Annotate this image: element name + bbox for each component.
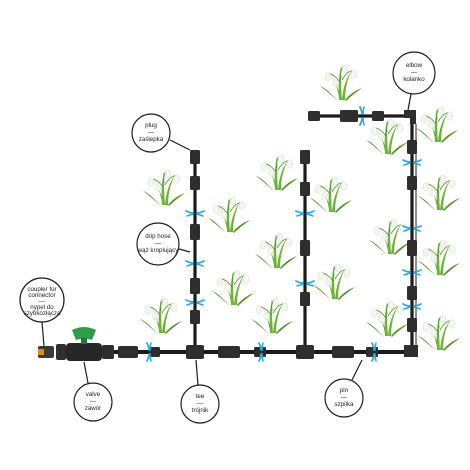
plug [190, 150, 200, 164]
valve-label-dash: — [90, 398, 97, 405]
snowdrop-plant-icon [365, 118, 409, 156]
snowdrop-plant-icon [417, 174, 461, 212]
valve-assembly [38, 327, 114, 361]
pin-label-en: pin [340, 387, 349, 394]
pin-label-pl: szpilka [335, 401, 354, 408]
snowdrop-plant-icon [250, 297, 294, 335]
snowdrop-plant-icon [207, 196, 251, 234]
elbow-label-pl: kolanko [403, 76, 425, 83]
coupler-orange-band [38, 349, 44, 355]
coupler-label-en-2: connector [28, 292, 55, 299]
snowdrop-plant-icon [417, 314, 461, 352]
plug-label-dash: — [148, 129, 155, 136]
coupler-label-pl-1: nypel do [30, 304, 54, 311]
elbow-label-en: elbow [406, 62, 423, 69]
valve-body [66, 343, 102, 361]
snowdrop-plant-icon [254, 232, 298, 270]
plug-label-pl: zaślepka [139, 136, 164, 143]
snowdrop-plant-icon [312, 263, 356, 301]
valve-label-pl: zawór [85, 405, 102, 412]
snowdrop-plant-icon [417, 239, 461, 277]
plug-label-en: plug [145, 122, 157, 129]
valve-handle-icon [72, 327, 96, 340]
plug [308, 111, 320, 121]
pin-label-dash: — [341, 394, 348, 401]
valve-label-en: valve [86, 391, 101, 398]
coupler-label-en-1: coupler for [27, 286, 56, 293]
snowdrop-plant-icon [365, 300, 409, 338]
plug [300, 150, 310, 164]
elbow-label-dash: — [411, 69, 418, 76]
snowdrop-plant-icon [255, 154, 299, 192]
elbow-fitting [404, 345, 418, 357]
snowdrop-plant-icon [368, 218, 412, 256]
labels [19, 51, 436, 424]
snowdrop-plant-icon [142, 169, 186, 207]
snowdrop-plant-icon [211, 269, 255, 307]
drip-hose-label-dash: — [155, 240, 162, 247]
label-text: plug — zaślepka drip hose — wąż kroplują… [24, 62, 426, 414]
snowdrop-plant-icon [139, 297, 183, 335]
tee-label-dash: — [197, 400, 204, 407]
tee-fitting [296, 345, 314, 359]
tee-label-en: tee [196, 393, 205, 400]
water-splashes [146, 106, 422, 362]
fittings [118, 110, 418, 359]
snowdrop-plant-icon [319, 64, 363, 102]
snowdrop-plant-icon [415, 106, 459, 144]
drip-hose-label-en: drip hose [145, 233, 171, 240]
pipe-network [58, 114, 417, 354]
coupler-label-pl-2: szybkozłącza [24, 310, 61, 317]
coupler-label-dash: — [39, 298, 46, 305]
elbow-fitting [404, 110, 416, 124]
drip-hose-label-pl: wąż kroplujący [137, 247, 179, 254]
tee-fitting [186, 345, 204, 359]
snowdrop-plant-icon [309, 176, 353, 214]
tee-label-pl: trójnik [192, 407, 209, 414]
